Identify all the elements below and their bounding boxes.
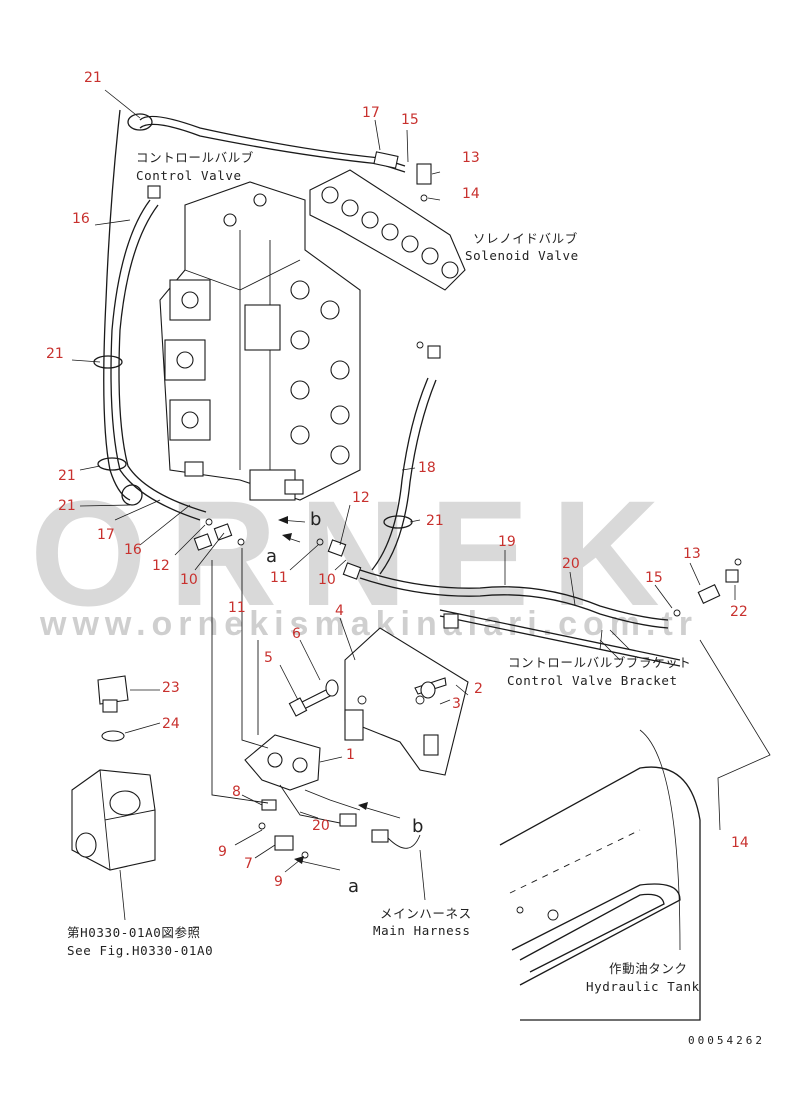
callout-9: 9 bbox=[274, 874, 283, 890]
callout-3: 3 bbox=[452, 696, 461, 712]
ref-a-top: a bbox=[266, 546, 277, 567]
watermark-brand: ORNEK bbox=[30, 469, 682, 637]
label-see-fig-en: See Fig.H0330-01A0 bbox=[67, 943, 213, 958]
hose-18 bbox=[371, 377, 437, 575]
component-labels: コントロールバルブ Control Valve ソレノイドバルブ Solenoi… bbox=[67, 150, 765, 1047]
callout-4: 4 bbox=[335, 603, 344, 619]
callout-16: 16 bbox=[124, 542, 142, 558]
reference-letters: b a b a bbox=[266, 509, 423, 897]
label-harness-jp: メインハーネス bbox=[380, 906, 472, 921]
callout-10: 10 bbox=[180, 572, 198, 588]
callout-2: 2 bbox=[474, 681, 483, 697]
callout-16: 16 bbox=[72, 211, 90, 227]
callout-15: 15 bbox=[401, 112, 419, 128]
callout-12: 12 bbox=[352, 490, 370, 506]
callout-24: 24 bbox=[162, 716, 180, 732]
label-bracket-en: Control Valve Bracket bbox=[507, 673, 678, 688]
callout-19: 19 bbox=[498, 534, 516, 550]
document-number: 00054262 bbox=[688, 1034, 765, 1047]
watermark: ORNEK www.ornekismakinalari.com.tr bbox=[30, 469, 698, 643]
callout-10: 10 bbox=[318, 572, 336, 588]
hose-19 bbox=[359, 569, 669, 629]
label-tank-en: Hydraulic Tank bbox=[586, 979, 700, 994]
label-see-fig-jp: 第H0330-01A0図参照 bbox=[67, 925, 201, 940]
hose-16 bbox=[103, 109, 207, 521]
callout-21: 21 bbox=[58, 498, 76, 514]
callout-6: 6 bbox=[292, 626, 301, 642]
block-23-24 bbox=[71, 675, 156, 871]
bracket-4 bbox=[344, 609, 681, 776]
hydraulic-tank bbox=[499, 766, 701, 1021]
callout-21: 21 bbox=[46, 346, 64, 362]
label-tank-jp: 作動油タンク bbox=[609, 961, 688, 976]
callout-22: 22 bbox=[730, 604, 748, 620]
control-valve bbox=[159, 181, 361, 501]
solenoid-valve bbox=[309, 169, 466, 291]
callout-9: 9 bbox=[218, 844, 227, 860]
callout-7: 7 bbox=[244, 856, 253, 872]
callout-17: 17 bbox=[97, 527, 115, 543]
ref-arrows bbox=[278, 516, 401, 871]
bolts bbox=[288, 677, 447, 717]
callout-numbers: 21 17 15 13 14 16 21 21 21 17 16 12 10 1… bbox=[46, 70, 749, 890]
callout-14: 14 bbox=[462, 186, 480, 202]
callout-13: 13 bbox=[462, 150, 480, 166]
ref-b-top: b bbox=[310, 509, 321, 530]
callout-23: 23 bbox=[162, 680, 180, 696]
callout-11: 11 bbox=[270, 570, 288, 586]
leader-lines bbox=[71, 89, 771, 951]
callout-12: 12 bbox=[152, 558, 170, 574]
callout-21: 21 bbox=[84, 70, 102, 86]
callout-1: 1 bbox=[346, 747, 355, 763]
valve-1 bbox=[244, 734, 421, 859]
callout-14: 14 bbox=[731, 835, 749, 851]
callout-11: 11 bbox=[228, 600, 246, 616]
callout-13: 13 bbox=[683, 546, 701, 562]
ref-a-bottom: a bbox=[348, 876, 359, 897]
fittings bbox=[147, 163, 742, 617]
hose-17-top bbox=[139, 115, 406, 173]
label-solenoid-valve-jp: ソレノイドバルブ bbox=[473, 231, 578, 246]
callout-21: 21 bbox=[58, 468, 76, 484]
label-bracket-jp: コントロールバルブブラケット bbox=[508, 655, 691, 670]
label-control-valve-en: Control Valve bbox=[136, 168, 242, 183]
callout-17: 17 bbox=[362, 105, 380, 121]
pilot-lines bbox=[211, 548, 269, 804]
watermark-url: www.ornekismakinalari.com.tr bbox=[39, 605, 698, 643]
callout-18: 18 bbox=[418, 460, 436, 476]
callout-21: 21 bbox=[426, 513, 444, 529]
callout-15: 15 bbox=[645, 570, 663, 586]
callout-5: 5 bbox=[264, 650, 273, 666]
label-harness-en: Main Harness bbox=[373, 923, 471, 938]
callout-8: 8 bbox=[232, 784, 241, 800]
label-solenoid-valve-en: Solenoid Valve bbox=[465, 248, 579, 263]
clamp-21-group bbox=[93, 113, 413, 529]
label-control-valve-jp: コントロールバルブ bbox=[136, 150, 254, 165]
callout-20: 20 bbox=[312, 818, 330, 834]
ref-b-bottom: b bbox=[412, 816, 423, 837]
callout-20: 20 bbox=[562, 556, 580, 572]
